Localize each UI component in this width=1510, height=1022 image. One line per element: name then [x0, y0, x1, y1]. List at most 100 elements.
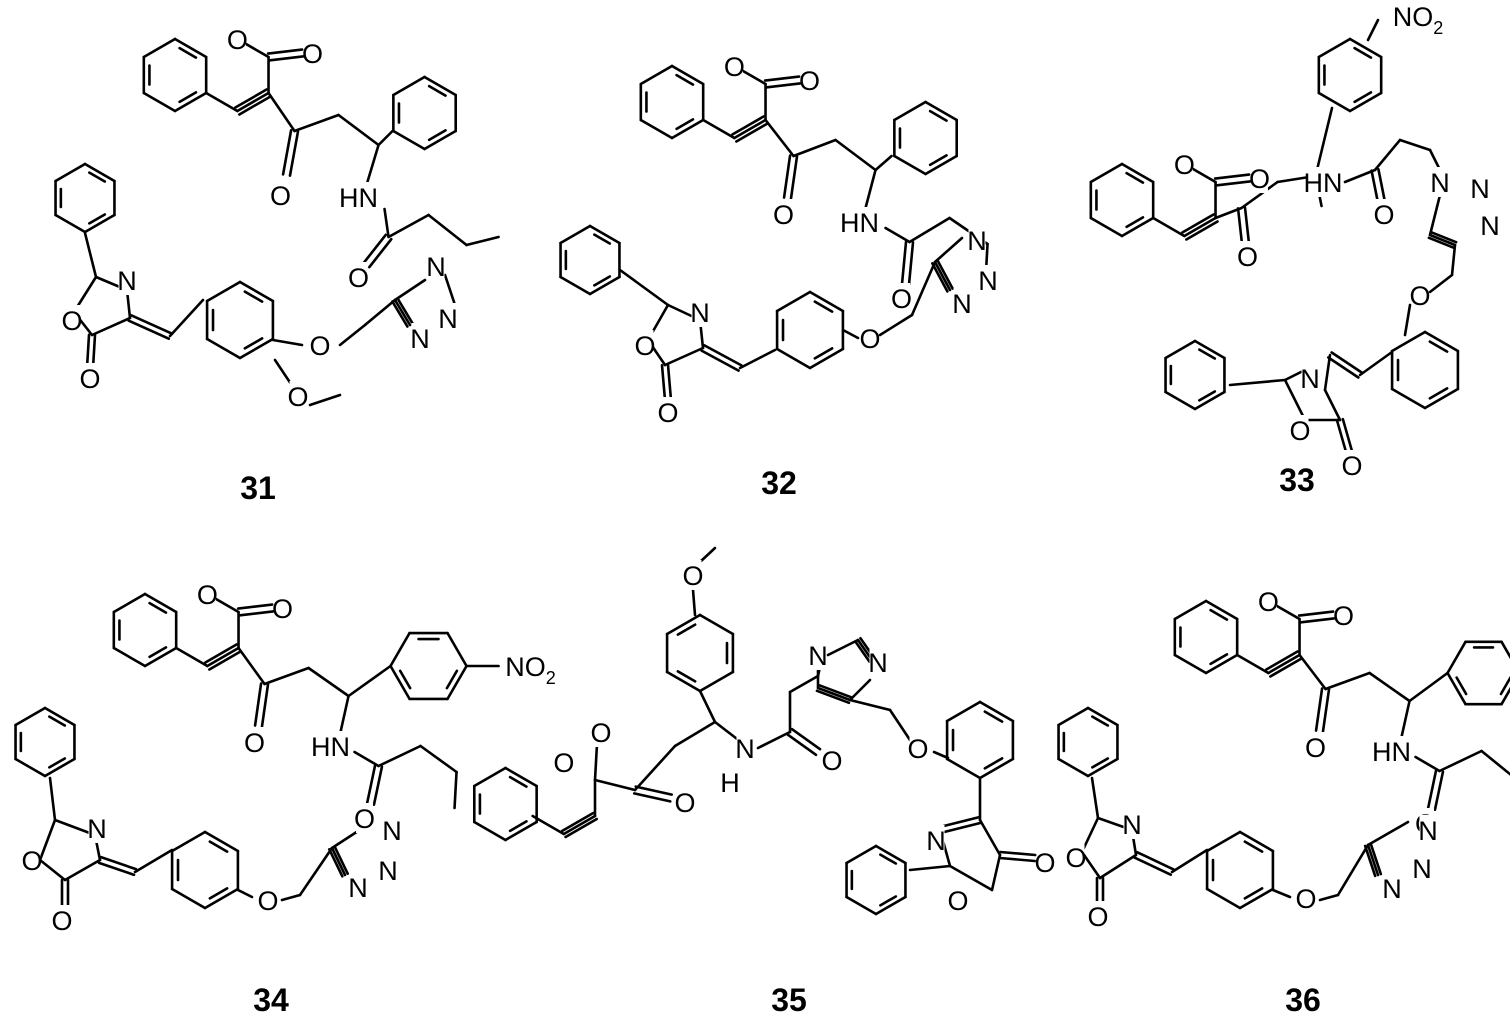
phenyl-ring — [978, 700, 1015, 723]
bond — [834, 138, 877, 172]
atom-background — [1413, 853, 1431, 883]
phenyl-ring — [1205, 830, 1242, 853]
aromatic-bond — [1198, 390, 1217, 402]
atom-background — [383, 815, 401, 845]
bond — [1366, 18, 1380, 42]
atom-background — [304, 38, 322, 68]
phenyl-ring — [1390, 387, 1427, 410]
atom-background — [736, 733, 754, 763]
triazole-n1-label: N — [1430, 168, 1450, 198]
aromatic-bond — [427, 84, 447, 97]
double-bond — [1426, 768, 1438, 810]
phenyl-ring — [1193, 390, 1226, 411]
bond — [990, 853, 1002, 892]
atom-background — [775, 199, 793, 229]
compound-label-32: 32 — [761, 465, 797, 501]
double-bond — [281, 129, 293, 176]
bond — [756, 730, 792, 750]
bond — [298, 846, 334, 897]
double-bond — [1213, 173, 1251, 180]
ring-oxygen-label: O — [197, 580, 218, 610]
phenyl-ring — [43, 706, 76, 727]
aromatic-bond — [88, 171, 107, 183]
double-bond — [127, 319, 171, 341]
bond — [53, 818, 97, 837]
aromatic-bond — [148, 601, 168, 614]
aromatic-bond — [508, 820, 528, 833]
phenyl-ring — [203, 830, 240, 853]
atom-background — [198, 579, 216, 609]
atom-background — [341, 182, 376, 212]
atom-background — [809, 640, 827, 670]
double-bond — [365, 763, 377, 805]
lactone-carbonyl-oxygen-label: O — [590, 718, 611, 748]
atom-background — [1089, 901, 1107, 931]
bond — [1080, 850, 1102, 880]
atom-background — [1375, 199, 1393, 229]
double-bond — [1135, 850, 1175, 871]
imidazole-n1-label: N — [808, 641, 828, 671]
triazole-n2-label: N — [1412, 854, 1432, 884]
bond — [593, 742, 599, 782]
atom-background — [676, 787, 694, 817]
phenyl-ring — [1238, 887, 1275, 910]
phenyl-ring — [945, 700, 982, 723]
aromatic-bond — [813, 347, 834, 360]
oxazolone-carbonyl-label: O — [657, 398, 678, 428]
double-bond — [1321, 688, 1331, 733]
double-bond — [204, 643, 238, 664]
aromatic-bond — [48, 757, 67, 769]
oxazolone-n-label: N — [87, 814, 107, 844]
bond — [1240, 180, 1279, 210]
bond — [1283, 378, 1307, 422]
double-bond — [1433, 770, 1445, 812]
bond — [393, 278, 427, 302]
bond — [698, 689, 717, 724]
amide-oxygen-label: O — [891, 284, 912, 314]
triazole-n1-label: N — [382, 816, 402, 846]
nitrophenyl-ring — [389, 664, 411, 701]
double-bond — [634, 785, 674, 796]
phenyl-ring — [559, 224, 592, 245]
phenyl-ring — [845, 844, 878, 865]
coumarin-benzo-ring — [1173, 653, 1208, 675]
bond — [698, 546, 717, 564]
amide-oxygen-label: O — [821, 746, 842, 776]
nitrophenyl-ring — [446, 631, 468, 668]
phenyl-ring — [54, 213, 87, 234]
bond — [393, 298, 412, 327]
coumarin-benzo-ring — [1173, 599, 1208, 621]
atom-background — [1067, 842, 1085, 872]
bond — [338, 323, 367, 347]
bond — [1323, 353, 1332, 392]
atom-background — [801, 65, 819, 95]
aromatic-bond — [1091, 715, 1110, 727]
bond — [1358, 350, 1394, 377]
bond — [236, 888, 254, 899]
bond — [1428, 233, 1457, 247]
coumarin-pyranone — [204, 91, 239, 113]
bond — [419, 744, 458, 774]
bond — [978, 818, 1002, 857]
bond — [910, 260, 937, 317]
amide-nh-label: HN — [339, 183, 378, 213]
atom-background — [1175, 149, 1193, 179]
atom-background — [861, 323, 879, 353]
bond — [1170, 848, 1209, 874]
coumarin-benzo-ring — [112, 592, 147, 614]
ketone-oxygen-label: O — [270, 181, 291, 211]
atom-background — [968, 225, 986, 255]
amide-nh-label: HN — [1304, 168, 1343, 198]
bond — [271, 338, 304, 347]
phenyl-ring — [1423, 330, 1460, 353]
double-bond — [85, 333, 91, 370]
double-bond — [700, 349, 740, 372]
bond — [1408, 671, 1449, 703]
triazole-n1-label: N — [1418, 816, 1438, 846]
aromatic-bond — [593, 233, 612, 245]
aromatic-bond — [879, 853, 898, 865]
bond — [1480, 749, 1510, 776]
atom-background — [313, 731, 348, 761]
phenyl-ring — [1390, 330, 1427, 353]
double-bond — [129, 313, 173, 335]
